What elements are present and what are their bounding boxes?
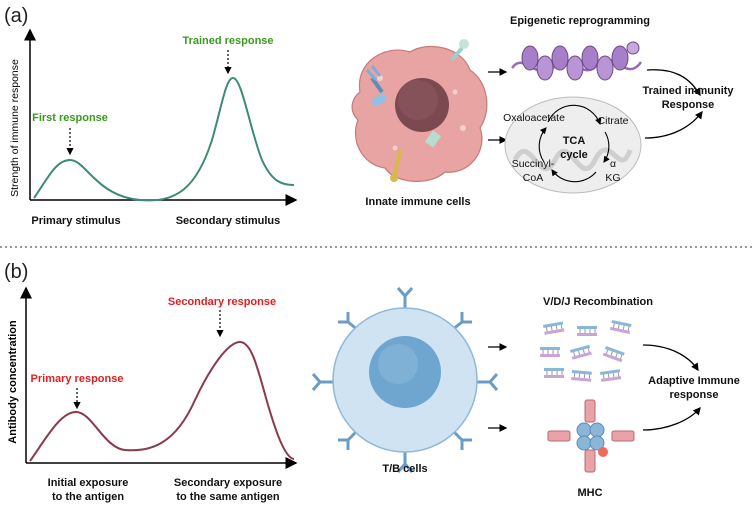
tca-title-1: TCA bbox=[563, 135, 586, 147]
panel-b-response-curve bbox=[29, 340, 295, 462]
mitochondrion-illustration bbox=[504, 96, 642, 194]
panel-a-y-axis-title: Strength of immune response bbox=[9, 59, 21, 197]
panel-b-y-axis-title: Antibody concentration bbox=[7, 320, 19, 444]
panel-a-peak-2-label: Trained response bbox=[182, 35, 273, 47]
panel-b-peak-2-label: Secondary response bbox=[168, 296, 276, 308]
tca-akg-2: KG bbox=[605, 172, 620, 184]
panel-a-response-curve bbox=[33, 76, 295, 202]
vdj-label: V/D/J Recombination bbox=[543, 296, 653, 308]
vdj-fragments-illustration bbox=[540, 320, 632, 382]
panel-b-x-label-1b: to the antigen bbox=[52, 491, 124, 503]
innate-immune-cell-illustration bbox=[351, 39, 488, 182]
panel-a-x-label-2: Secondary stimulus bbox=[176, 215, 281, 227]
panel-a-cell-label: Innate immune cells bbox=[365, 196, 470, 208]
chromatin-illustration bbox=[510, 41, 643, 81]
panel-a-outcome-2: Response bbox=[662, 99, 715, 111]
panel-a-x-label-1: Primary stimulus bbox=[31, 215, 120, 227]
panel-a-outcome-1: Trained immunity bbox=[642, 85, 734, 97]
panel-b-label: (b) bbox=[4, 261, 28, 283]
panel-b-cell-label: T/B cells bbox=[382, 463, 427, 475]
arrow-vdj-to-outcome bbox=[642, 344, 699, 372]
arrow-epigenetic-to-outcome bbox=[646, 69, 701, 97]
panel-b-x-label-1a: Initial exposure bbox=[48, 477, 129, 489]
epigenetic-label: Epigenetic reprogramming bbox=[510, 15, 650, 27]
panel-b-x-label-2a: Secondary exposure bbox=[174, 477, 282, 489]
tca-title-2: cycle bbox=[560, 149, 588, 161]
tca-succinyl-1: Succinyl- bbox=[512, 158, 555, 170]
panel-a-peak-1-label: First response bbox=[32, 112, 108, 124]
tca-oxaloacetate: Oxaloacetate bbox=[503, 112, 565, 124]
tca-succinyl-2: CoA bbox=[523, 172, 543, 184]
tca-citrate: Citrate bbox=[598, 115, 629, 127]
arrow-tca-to-outcome bbox=[644, 110, 703, 139]
tb-cell-illustration bbox=[311, 287, 499, 473]
mhc-label: MHC bbox=[577, 487, 602, 499]
panel-b-outcome-1: Adaptive Immune bbox=[648, 375, 740, 387]
panel-b-outcome-2: response bbox=[670, 389, 719, 401]
panel-a-label: (a) bbox=[4, 5, 28, 27]
mhc-illustration bbox=[547, 399, 635, 473]
arrow-mhc-to-outcome bbox=[642, 407, 701, 431]
panel-b-peak-1-label: Primary response bbox=[31, 373, 124, 385]
panel-b-x-label-2b: to the same antigen bbox=[176, 491, 280, 503]
tca-akg-1: α bbox=[610, 158, 616, 170]
